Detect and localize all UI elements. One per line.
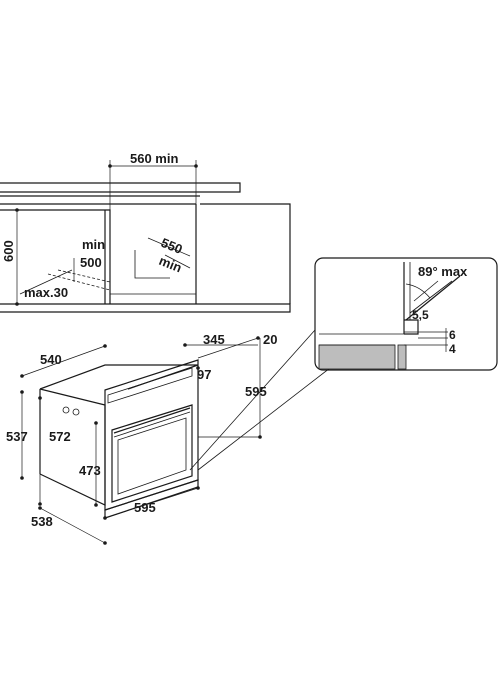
dim-540-label: 540 [40, 352, 62, 367]
oven-handle [113, 407, 191, 434]
dim-473-label: 473 [79, 463, 101, 478]
callout-line-1 [189, 329, 316, 471]
dim-97-label: 97 [197, 367, 211, 382]
side-hole-1 [62, 406, 70, 414]
detail-grey-panel-left [318, 344, 396, 370]
cabinet-view: 560 min 600 min 500 550 min max.30 [0, 151, 291, 313]
dim-538-line [39, 507, 106, 544]
dim-473-dot-t [94, 421, 98, 425]
dim-538-dot-r [103, 541, 107, 545]
right-cabinet [200, 203, 291, 304]
dim-595h-label: 595 [245, 384, 267, 399]
niche-inner-box [134, 250, 170, 279]
door-angle-label: 89° max [418, 264, 468, 279]
max30-leader [19, 269, 73, 295]
oven-side [39, 388, 106, 506]
dim-560-dot-r [194, 164, 198, 168]
dim-550-line [147, 237, 191, 257]
detail-door-open [405, 275, 461, 321]
detail-frame [314, 257, 498, 371]
dim-538-label: 538 [31, 514, 53, 529]
oven-control-panel [107, 367, 193, 404]
dim-97-dot [196, 366, 200, 370]
depth-550-min-label: min [157, 253, 184, 276]
dim-572-label: 572 [49, 429, 71, 444]
oven-view: 540 345 20 97 595 537 572 473 [6, 332, 277, 545]
dim-560-dot-l [108, 164, 112, 168]
dim-572-dot-t [38, 396, 42, 400]
dim-600-label: 600 [1, 240, 16, 262]
dim-572-dot-b [38, 502, 42, 506]
detail-door-open-inner [409, 280, 453, 314]
floor-dash-2 [57, 269, 111, 283]
cabinet-base [0, 303, 291, 313]
depth-500-label: 500 [80, 255, 102, 270]
niche-depth-line [164, 254, 191, 269]
dim-537-label: 537 [6, 429, 28, 444]
dim-600-dot-b [15, 302, 19, 306]
max30-label: max.30 [24, 285, 68, 300]
countertop [0, 182, 241, 193]
dim-595w-line [104, 487, 199, 519]
oven-door [111, 404, 193, 503]
dim-538-dot-l [38, 506, 42, 510]
side-hole-2 [72, 408, 80, 416]
detail-grey-panel-mid [397, 344, 407, 370]
oven-handle-shadow [113, 411, 191, 438]
dim-20-label: 20 [263, 332, 277, 347]
dim-345-ext [197, 337, 259, 359]
dim-345-label: 345 [203, 332, 225, 347]
dim-595w-dot-r [196, 486, 200, 490]
dim-345-dot-l [183, 343, 187, 347]
detail-door-glass [413, 280, 439, 302]
dim-5-5-label: 5,5 [412, 308, 429, 322]
dim-537-dot-t [20, 390, 24, 394]
dim-540-dot-l [20, 374, 24, 378]
callout-line-2 [197, 367, 331, 471]
dim-537-dot-b [20, 476, 24, 480]
depth-min-label: min [82, 237, 105, 252]
dim-473-dot-b [94, 503, 98, 507]
detail-hinge [404, 319, 419, 335]
detail-angle-arc [405, 283, 431, 299]
dim-560-label: 560 min [130, 151, 178, 166]
dim-595w-label: 595 [134, 500, 156, 515]
oven-door-glass [117, 417, 187, 495]
dim-540-dot-r [103, 344, 107, 348]
dim-20-dot [256, 336, 260, 340]
dim-595w-dot-l [103, 516, 107, 520]
dim-600-dot-t [15, 208, 19, 212]
dim-540-line [21, 345, 106, 377]
detail-view: 5,5 6 4 89° max [314, 257, 498, 371]
dim-6-label: 6 [449, 328, 456, 342]
dim-4-label: 4 [449, 342, 456, 356]
